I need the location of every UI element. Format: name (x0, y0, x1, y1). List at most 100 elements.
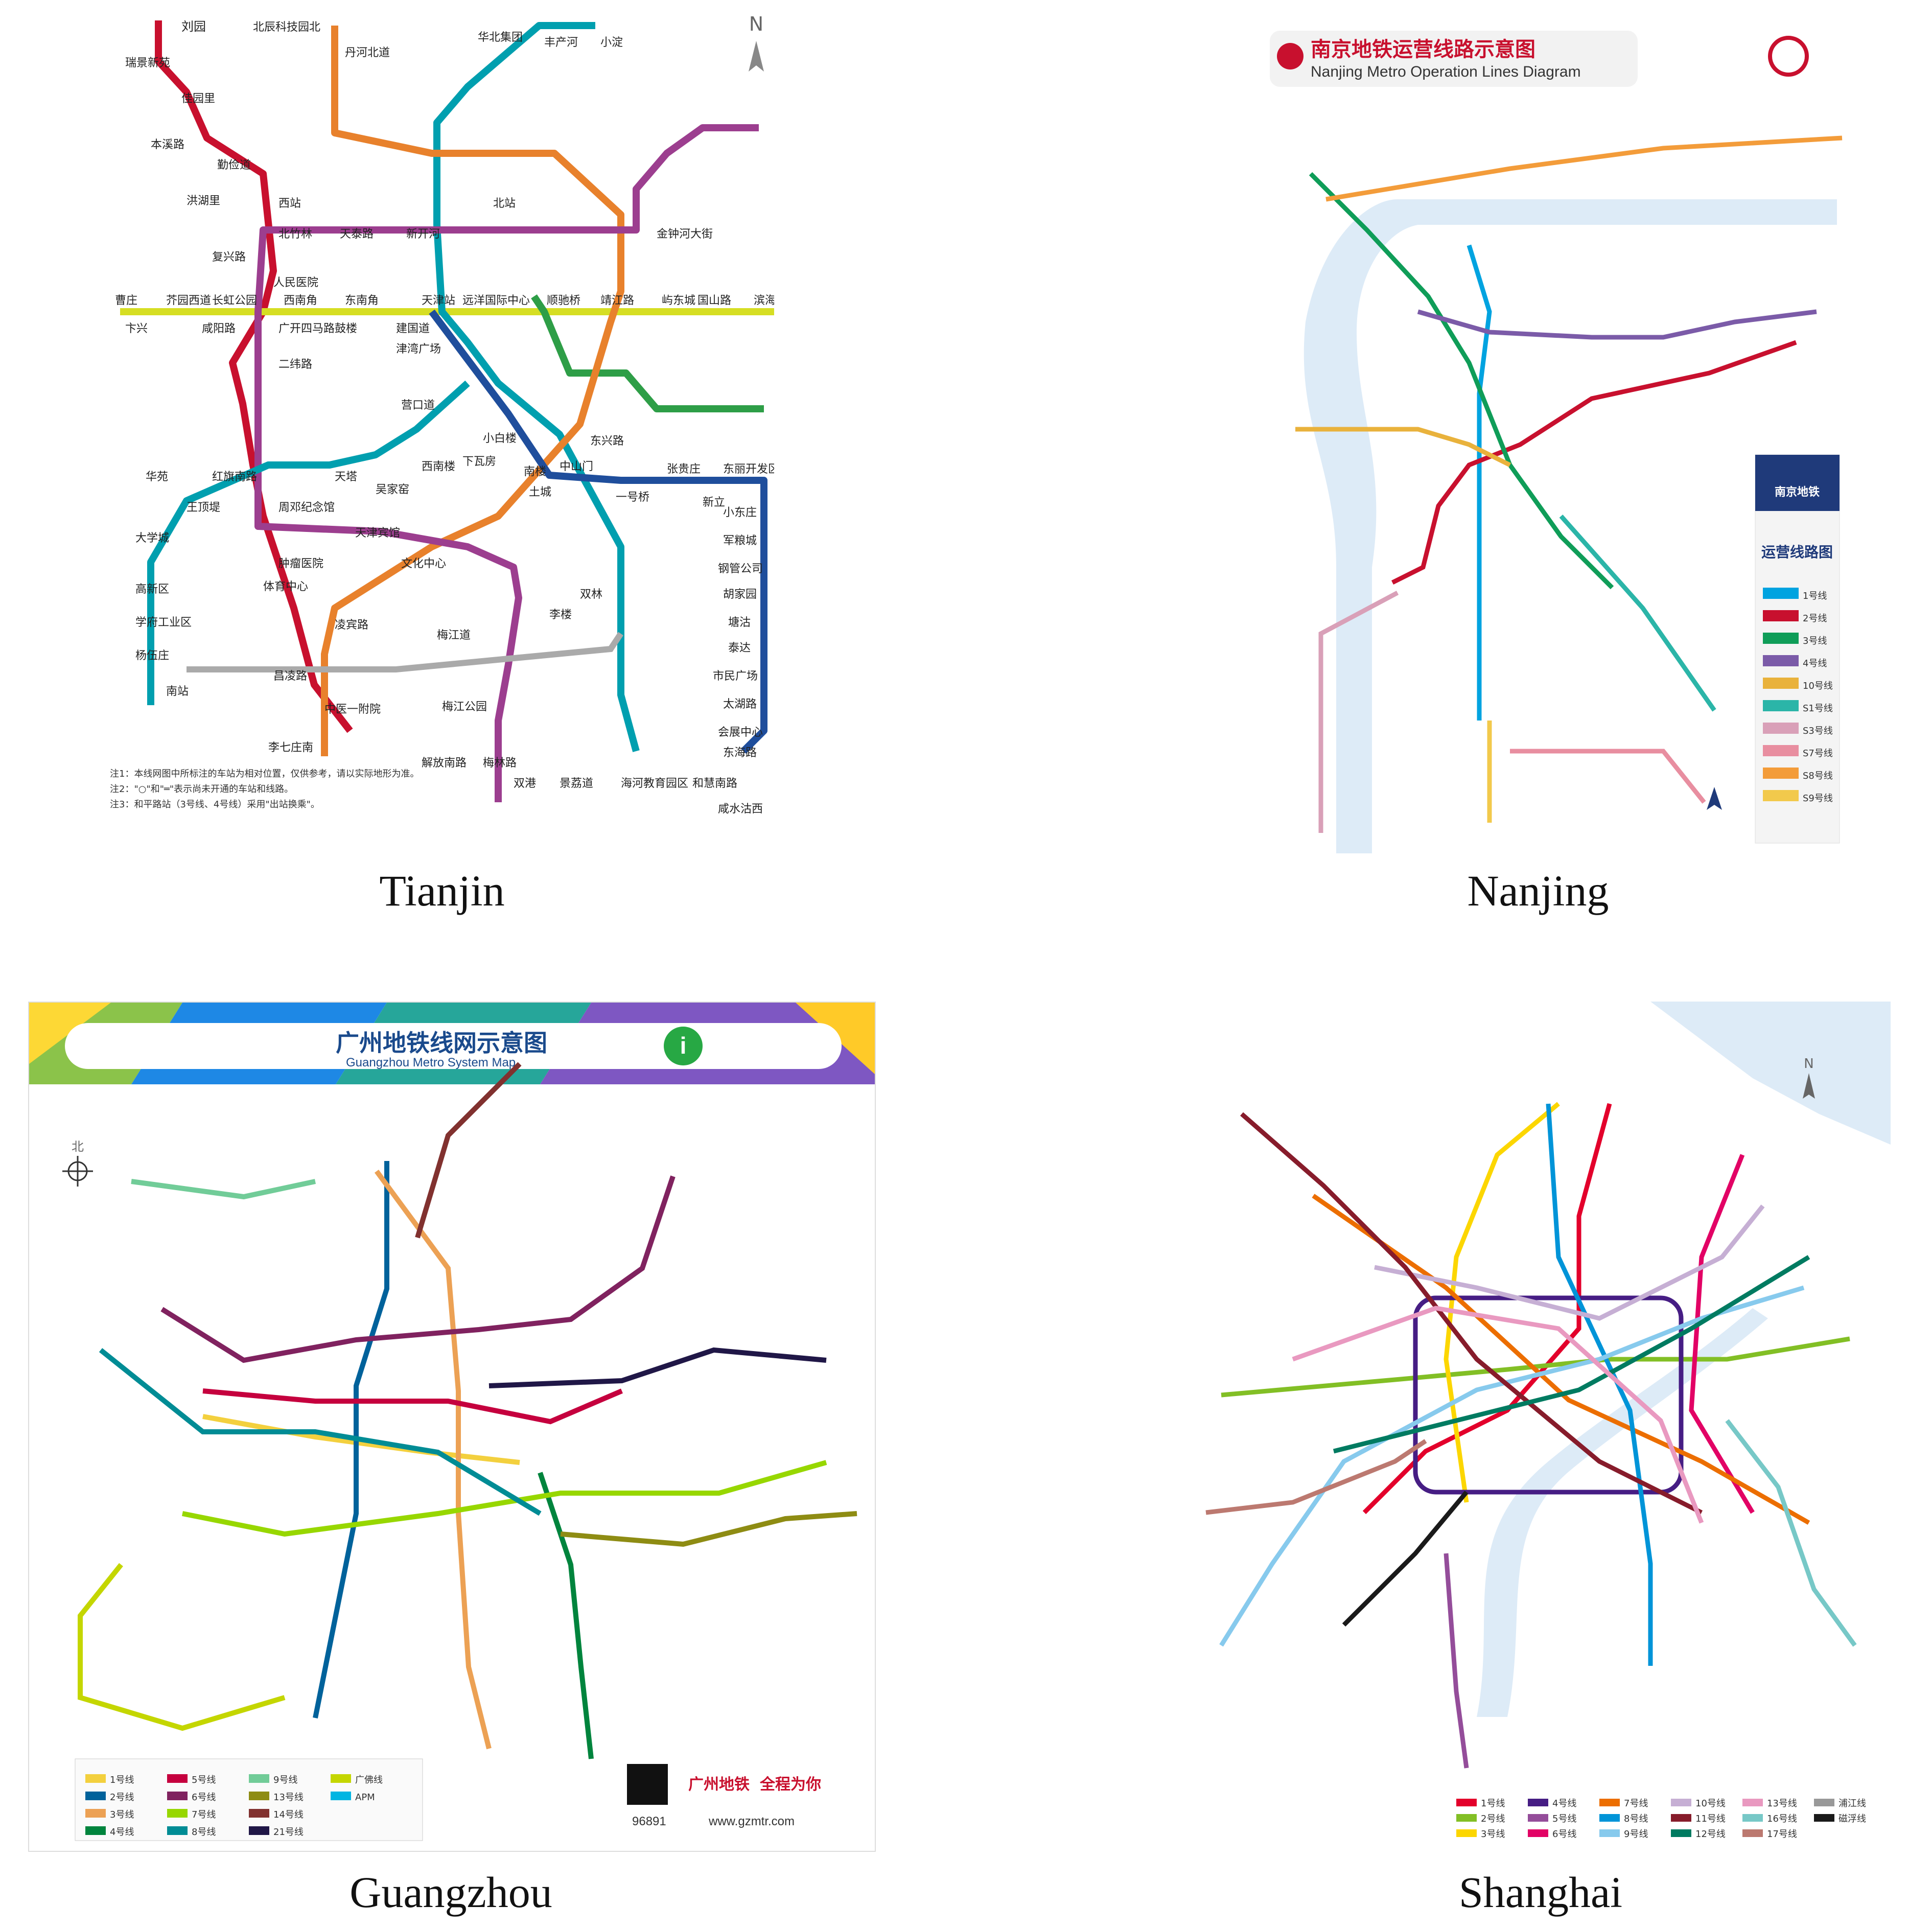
svg-text:天塔: 天塔 (335, 471, 357, 483)
tianjin-line-5 (321, 26, 624, 756)
caption-nanjing: Nanjing (1467, 866, 1609, 915)
legend-swatch (167, 1809, 188, 1818)
svg-text:华苑: 华苑 (146, 471, 168, 483)
compass-icon: N (1803, 1056, 1815, 1099)
svg-text:华北集团: 华北集团 (478, 31, 523, 44)
legend-swatch (1763, 723, 1799, 734)
svg-text:丹河北道: 丹河北道 (345, 47, 390, 59)
legend-swatch (1763, 610, 1799, 621)
shanghai-line-10 (1374, 1204, 1765, 1321)
legend-line-name: 14号线 (273, 1809, 304, 1820)
nanjing-line-4 (1417, 309, 1817, 340)
caption-shanghai: Shanghai (1458, 1868, 1623, 1917)
shanghai-sea (1650, 1002, 1891, 1145)
svg-text:土城: 土城 (529, 486, 551, 499)
legend-line-name: 3号线 (110, 1809, 134, 1820)
legend-swatch (85, 1792, 106, 1800)
svg-text:广州地铁: 广州地铁 (688, 1776, 750, 1794)
svg-text:太湖路: 太湖路 (723, 698, 757, 711)
legend-line-name: APM (355, 1792, 375, 1803)
svg-text:西站: 西站 (278, 197, 301, 210)
svg-text:运营线路图: 运营线路图 (1761, 544, 1833, 561)
svg-text:洪湖里: 洪湖里 (187, 195, 220, 207)
legend-swatch (249, 1792, 269, 1800)
svg-text:顺驰桥: 顺驰桥 (547, 294, 580, 307)
tianjin-line-6 (254, 124, 759, 802)
svg-text:中医一附院: 中医一附院 (324, 703, 381, 716)
svg-text:北辰科技园北: 北辰科技园北 (253, 21, 320, 34)
svg-text:梅江道: 梅江道 (437, 629, 471, 642)
nanjing-logo-icon (1277, 43, 1303, 69)
tianjin-metro-map: N 刘园 北辰科技园北 丹河北道 华北集团 丰产河 小淀 瑞景新苑 佳园里 (110, 13, 774, 816)
legend-swatch (85, 1826, 106, 1835)
legend-line-name: 1号线 (110, 1775, 134, 1785)
legend-line-name: 3号线 (1803, 636, 1827, 646)
svg-text:长虹公园: 长虹公园 (212, 294, 257, 307)
svg-text:营口道: 营口道 (401, 399, 435, 412)
legend-line-name: 7号线 (1624, 1798, 1648, 1809)
legend-line-name: 12号线 (1695, 1829, 1726, 1840)
svg-text:广州地铁线网示意图: 广州地铁线网示意图 (336, 1029, 547, 1057)
nanjing-line-s7 (1510, 749, 1706, 804)
svg-text:下瓦房: 下瓦房 (462, 455, 496, 468)
svg-text:鼓楼: 鼓楼 (335, 322, 357, 335)
nanjing-legend: 南京地铁 运营线路图 1号线2号线3号线4号线10号线S1号线S3号线S7号线S… (1755, 454, 1840, 844)
guangzhou-line-1 (202, 1414, 520, 1465)
guangzhou-line-5 (202, 1388, 623, 1425)
shanghai-line-17 (1205, 1439, 1427, 1515)
legend-line-name: 浦江线 (1838, 1798, 1866, 1809)
legend-swatch (167, 1792, 188, 1800)
svg-text:国山路: 国山路 (697, 294, 731, 307)
legend-line-name: 10号线 (1695, 1798, 1726, 1809)
shanghai-line-6 (1689, 1154, 1755, 1514)
svg-text:李楼: 李楼 (549, 609, 572, 621)
svg-text:凌宾路: 凌宾路 (335, 619, 368, 632)
legend-line-name: 2号线 (1481, 1814, 1505, 1824)
legend-swatch (1456, 1814, 1477, 1822)
svg-text:刘园: 刘园 (181, 19, 206, 34)
nanjing-line-s1 (1559, 515, 1716, 712)
svg-text:南京地铁: 南京地铁 (1775, 485, 1820, 499)
legend-line-name: 广佛线 (355, 1775, 383, 1785)
svg-text:咸阳路: 咸阳路 (202, 322, 236, 335)
shanghai-legend: 1号线2号线3号线4号线5号线6号线7号线8号线9号线10号线11号线12号线1… (1456, 1798, 1866, 1840)
shanghai-line-9 (1219, 1285, 1805, 1647)
legend-swatch (1528, 1814, 1548, 1822)
legend-line-name: 13号线 (273, 1792, 304, 1803)
svg-text:i: i (680, 1032, 687, 1059)
svg-text:新立: 新立 (703, 496, 725, 509)
legend-line-name: 4号线 (1552, 1798, 1576, 1809)
legend-swatch (249, 1774, 269, 1783)
svg-text:曹庄: 曹庄 (115, 294, 137, 307)
legend-swatch (1599, 1829, 1620, 1837)
legend-swatch (1671, 1814, 1691, 1822)
svg-text:天泰路: 天泰路 (340, 228, 374, 241)
svg-text:芥园西道: 芥园西道 (166, 294, 211, 307)
svg-text:杨伍庄: 杨伍庄 (135, 649, 169, 662)
svg-text:学府工业区: 学府工业区 (135, 616, 192, 629)
legend-line-name: S1号线 (1803, 703, 1833, 714)
tianjin-line-3 (433, 22, 640, 752)
legend-line-name: 11号线 (1695, 1814, 1726, 1824)
legend-swatch (331, 1774, 351, 1783)
svg-text:东海路: 东海路 (723, 747, 757, 759)
svg-text:N: N (749, 13, 763, 35)
svg-text:高新区: 高新区 (135, 583, 169, 596)
svg-text:小淀: 小淀 (600, 36, 623, 49)
guangzhou-line-gf (78, 1563, 286, 1731)
legend-line-name: 9号线 (1624, 1829, 1648, 1840)
nanjing-line-2 (1391, 340, 1797, 585)
guangzhou-line-2 (313, 1161, 389, 1718)
info-icon[interactable] (664, 1027, 703, 1065)
legend-swatch (1599, 1814, 1620, 1822)
svg-text:北竹林: 北竹林 (278, 228, 312, 241)
svg-text:广开四马路: 广开四马路 (278, 322, 335, 335)
compass-icon: N (749, 13, 764, 72)
guangzhou-line-8 (99, 1348, 542, 1516)
legend-swatch (1742, 1814, 1763, 1822)
svg-text:泰达: 泰达 (728, 642, 751, 655)
legend-swatch (1742, 1799, 1763, 1806)
svg-text:钢管公司: 钢管公司 (718, 563, 763, 575)
legend-swatch (1456, 1829, 1477, 1837)
